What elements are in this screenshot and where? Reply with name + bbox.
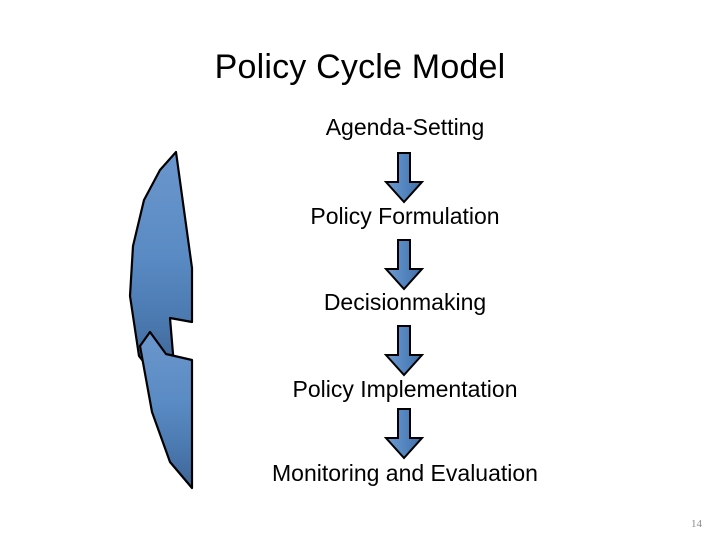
arrow-agenda-to-formulation bbox=[382, 152, 426, 204]
stage-label-monitoring-and-evaluation: Monitoring and Evaluation bbox=[0, 460, 720, 487]
stage-label-policy-implementation: Policy Implementation bbox=[0, 376, 720, 403]
arrow-formulation-to-decisionmaking bbox=[382, 239, 426, 291]
curved-feedback-arrow bbox=[118, 150, 228, 498]
page-title: Policy Cycle Model bbox=[214, 48, 506, 86]
page-number: 14 bbox=[691, 518, 702, 530]
arrow-implementation-to-monitoring bbox=[382, 408, 426, 460]
arrow-decisionmaking-to-implementation bbox=[382, 325, 426, 377]
stage-text: Policy Formulation bbox=[310, 203, 500, 229]
stage-label-agenda-setting: Agenda-Setting bbox=[0, 114, 720, 141]
stage-text: Monitoring and Evaluation bbox=[272, 460, 538, 486]
stage-text: Agenda-Setting bbox=[325, 114, 485, 140]
stage-label-policy-formulation: Policy Formulation bbox=[0, 203, 720, 230]
stage-text: Decisionmaking bbox=[323, 289, 487, 315]
stage-label-decisionmaking: Decisionmaking bbox=[0, 289, 720, 316]
stage-text: Policy Implementation bbox=[292, 376, 518, 402]
